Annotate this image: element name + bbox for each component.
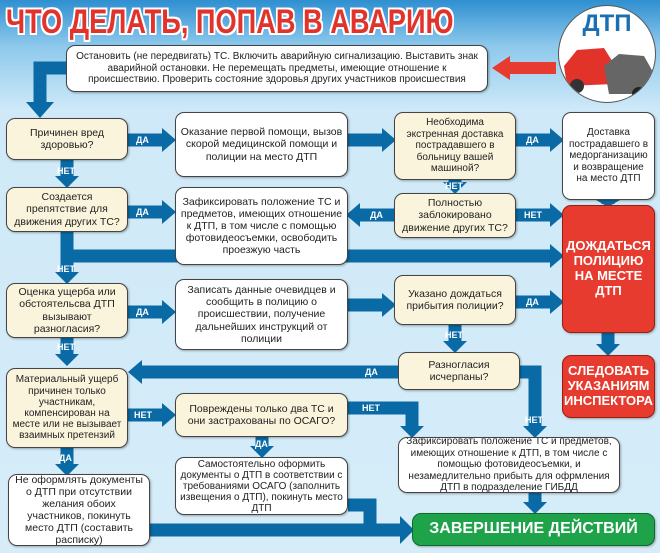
label-yes: ДА xyxy=(365,367,378,377)
question-harm: Причинен вред здоровью? xyxy=(6,118,128,160)
label-yes: ДА xyxy=(370,210,383,220)
label-no: НЕТ xyxy=(57,342,75,352)
question-resolved: Разногласия исчерпаны? xyxy=(398,352,520,390)
step-fix-and-clear: Зафиксировать положение ТС и предметов, … xyxy=(175,187,348,265)
start-step: Остановить (не передвигать) ТС. Включить… xyxy=(66,45,488,92)
arrow-start-harm xyxy=(33,61,66,104)
label-yes: ДА xyxy=(136,307,149,317)
label-no: НЕТ xyxy=(445,181,463,191)
question-two-vehicles: Повреждены только два ТС и они застрахов… xyxy=(175,393,348,437)
step-first-aid: Оказание первой помощи, вызов скорой мед… xyxy=(175,112,348,177)
step-deliver-victim: Доставка пострадавшего в медорганизацию … xyxy=(562,112,655,200)
question-dispute: Оценка ущерба или обстоятельсва ДТП вызы… xyxy=(6,283,128,338)
question-material-damage: Материальный ущерб причинен только участ… xyxy=(6,368,128,448)
question-obstacle: Создается препятствие для движения други… xyxy=(6,187,128,232)
badge-label: ДТП xyxy=(582,10,632,37)
step-wait-police: ДОЖДАТЬСЯ ПОЛИЦИЮ НА МЕСТЕ ДТП xyxy=(562,205,655,333)
label-no: НЕТ xyxy=(445,330,463,340)
question-blocked: Полностью заблокировано движение других … xyxy=(394,193,516,238)
label-yes: ДА xyxy=(59,453,72,463)
question-emergency-delivery: Необходима экстренная доставка пострадав… xyxy=(394,112,516,180)
arrow-nodocs-finish xyxy=(150,498,402,537)
step-witnesses: Записать данные очевидцев и сообщить в п… xyxy=(175,279,348,350)
arrow-resolved-no xyxy=(520,365,542,428)
step-fix-gibdd: Зафиксировать положение ТС и предметов, … xyxy=(398,437,620,493)
label-no: НЕТ xyxy=(525,415,543,425)
step-follow-inspector: СЛЕДОВАТЬ УКАЗАНИЯМ ИНСПЕКТОРА xyxy=(562,355,655,418)
step-self-docs: Самостоятельно оформить документы о ДТП … xyxy=(175,457,348,515)
label-no: НЕТ xyxy=(524,210,542,220)
question-told-to-wait: Указано дождаться прибытия полиции? xyxy=(394,275,516,325)
label-yes: ДА xyxy=(255,439,268,449)
crashed-cars-icon xyxy=(564,48,653,101)
page-title: ЧТО ДЕЛАТЬ, ПОПАВ В АВАРИЮ xyxy=(6,3,454,41)
dtp-badge: ДТП xyxy=(558,5,656,103)
step-no-docs: Не оформлять документы о ДТП при отсутст… xyxy=(8,474,150,546)
step-finish: ЗАВЕРШЕНИЕ ДЕЙСТВИЙ xyxy=(412,513,655,546)
label-yes: ДА xyxy=(136,207,149,217)
label-no: НЕТ xyxy=(57,264,75,274)
label-yes: ДА xyxy=(526,297,539,307)
label-no: НЕТ xyxy=(134,410,152,420)
label-yes: ДА xyxy=(526,135,539,145)
label-no: НЕТ xyxy=(362,403,380,413)
arrow-two-no xyxy=(348,401,419,428)
label-no: НЕТ xyxy=(57,166,75,176)
label-yes: ДА xyxy=(136,135,149,145)
